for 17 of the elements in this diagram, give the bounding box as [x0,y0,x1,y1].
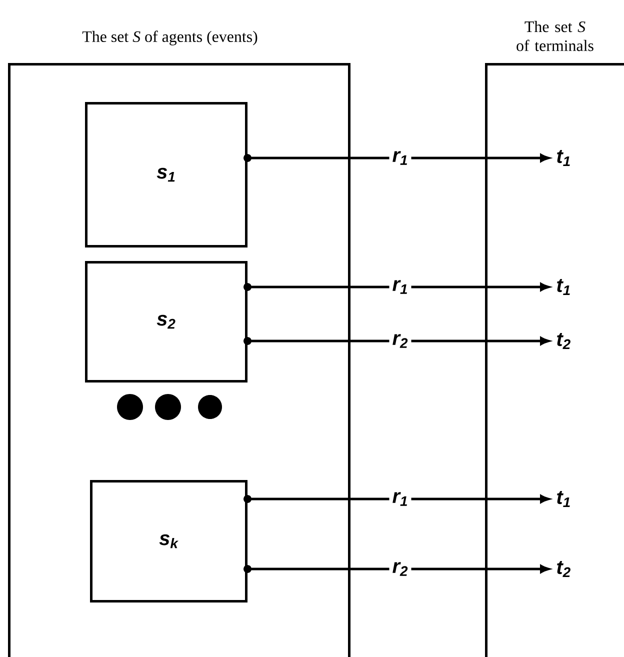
edge-label: r$_{1}$ [389,489,412,509]
terminal-label: t$_{1}$ [557,150,570,166]
agent-box: s$_{1}$ [85,102,248,248]
edge-label: r$_{2}$ [389,559,412,579]
box-heading: The set S of agents (events) [82,30,258,46]
terminal-label: t$_{2}$ [557,332,570,350]
edge-label: r$_{1}$ [389,148,412,168]
set-box [485,20,624,657]
set-box [8,30,350,657]
agent-box: s$_{k}$ [90,480,248,602]
edge-label: r$_{1}$ [389,277,412,297]
terminal-label: t$_{2}$ [557,560,570,578]
box-heading: The set S of terminals [516,20,594,52]
terminal-label: t$_{1}$ [557,278,570,296]
edge-label: r$_{2}$ [389,331,412,351]
agent-box: s$_{2}$ [85,261,248,382]
terminal-label: t$_{1}$ [557,490,570,508]
